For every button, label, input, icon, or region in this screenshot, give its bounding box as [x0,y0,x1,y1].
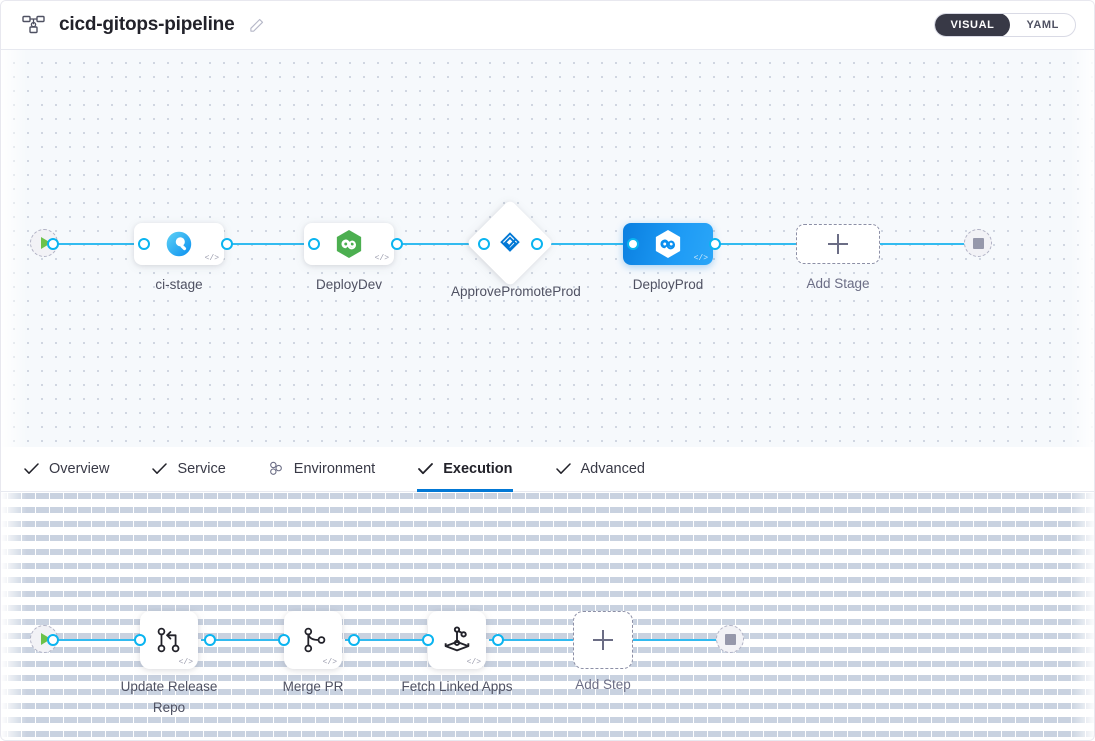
port-ci-in[interactable] [138,238,150,250]
edge-approval-to-deployprod [536,243,631,245]
step-box[interactable]: </> [140,611,198,669]
pipeline-hierarchy-icon [21,12,47,38]
port-fetch-linked-apps-out[interactable] [492,634,504,646]
execution-end[interactable] [716,625,744,653]
edge-ci-to-deploydev [216,243,316,245]
stage-label: ci-stage [155,277,203,292]
harness-ci-icon [166,231,192,257]
port-merge-pr-out[interactable] [348,634,360,646]
add-stage-node[interactable]: Add Stage [796,224,880,291]
tab-label: Execution [443,461,513,477]
git-branch-merge-icon [157,627,180,653]
port-start-out[interactable] [47,238,59,250]
stage-label: DeployProd [632,277,704,292]
approval-check-icon [500,232,520,252]
port-merge-pr-in[interactable] [278,634,290,646]
tab-label: Environment [293,461,376,477]
port-update-release-repo-out[interactable] [204,634,216,646]
step-label: Merge PR [282,679,344,694]
edge-addstep-to-end [633,639,725,641]
step-node-update-release-repo[interactable]: </> Update Release Repo [121,611,217,715]
pencil-edit-icon[interactable] [246,15,266,35]
execution-steps-canvas[interactable]: </> Update Release Repo </> Merge PR [1,492,1094,740]
step-code-badge: </> [178,658,193,667]
play-icon [40,237,51,249]
port-ci-out[interactable] [221,238,233,250]
gitops-app-icon [444,626,470,652]
stage-code-badge: </> [693,254,708,263]
pipeline-header: cicd-gitops-pipeline VISUAL YAML [1,1,1094,50]
stop-icon [724,633,736,645]
step-node-merge-pr[interactable]: </> Merge PR [283,611,343,694]
git-pull-request-icon [304,627,326,653]
port-update-release-repo-in[interactable] [134,634,146,646]
check-icon [151,461,168,478]
step-box[interactable]: </> [284,611,342,669]
add-step-button[interactable] [573,611,633,669]
port-deploydev-in[interactable] [308,238,320,250]
tab-advanced[interactable]: Advanced [555,447,646,492]
stage-node-approvepromoteprod[interactable]: ApprovePromoteProd [451,199,581,299]
port-approval-out[interactable] [531,238,543,250]
infrastructure-icon [268,461,285,478]
tab-environment[interactable]: Environment [268,447,375,492]
tab-label: Advanced [580,461,646,477]
view-mode-toggle[interactable]: VISUAL YAML [933,13,1076,37]
page-title: cicd-gitops-pipeline [59,14,235,35]
step-node-fetch-linked-apps[interactable]: </> Fetch Linked Apps [401,611,513,694]
port-fetch-linked-apps-in[interactable] [422,634,434,646]
check-icon [417,461,434,478]
plus-icon [593,630,613,650]
stage-label: ApprovePromoteProd [451,284,581,299]
stage-code-badge: </> [374,254,389,263]
step-label: Update Release Repo [120,679,218,715]
tab-overview[interactable]: Overview [23,447,109,492]
edge-addstage-to-end [874,243,974,245]
port-exec-start-out[interactable] [47,634,59,646]
port-deployprod-out[interactable] [709,238,721,250]
step-box[interactable]: </> [428,611,486,669]
gitops-hexagon-icon [336,230,362,258]
add-stage-label: Add Stage [806,276,870,291]
add-step-node[interactable]: Add Step [573,611,633,692]
plus-icon [828,234,848,254]
check-icon [555,461,572,478]
edge-start-to-ci [49,243,145,245]
gitops-hexagon-icon [655,230,681,258]
pipeline-end[interactable] [964,229,992,257]
stop-icon [972,237,984,249]
edge-deploydev-to-approval [386,243,486,245]
tab-execution[interactable]: Execution [417,447,513,492]
port-deploydev-out[interactable] [391,238,403,250]
step-code-badge: </> [466,658,481,667]
tab-label: Overview [49,461,110,477]
tab-label: Service [177,461,226,477]
stage-diamond[interactable] [466,199,554,287]
tab-service[interactable]: Service [151,447,226,492]
stage-node-deploydev[interactable]: </> DeployDev [304,223,394,292]
check-icon [23,461,40,478]
stage-graph-canvas[interactable]: </> ci-stage </> DeployDev [1,50,1094,447]
toggle-yaml[interactable]: YAML [1026,19,1059,31]
port-approval-in[interactable] [478,238,490,250]
add-step-label: Add Step [575,677,631,692]
stage-label: DeployDev [315,277,383,292]
edge-start-to-update-release-repo [49,639,145,641]
edge-deployprod-to-addstage [704,243,804,245]
add-stage-button[interactable] [796,224,880,264]
step-label: Fetch Linked Apps [401,679,513,694]
port-deployprod-in[interactable] [627,238,639,250]
stage-code-badge: </> [204,254,219,263]
stage-config-tabs: Overview Service Environment [1,447,1094,492]
toggle-visual[interactable]: VISUAL [934,14,1011,36]
step-code-badge: </> [322,658,337,667]
